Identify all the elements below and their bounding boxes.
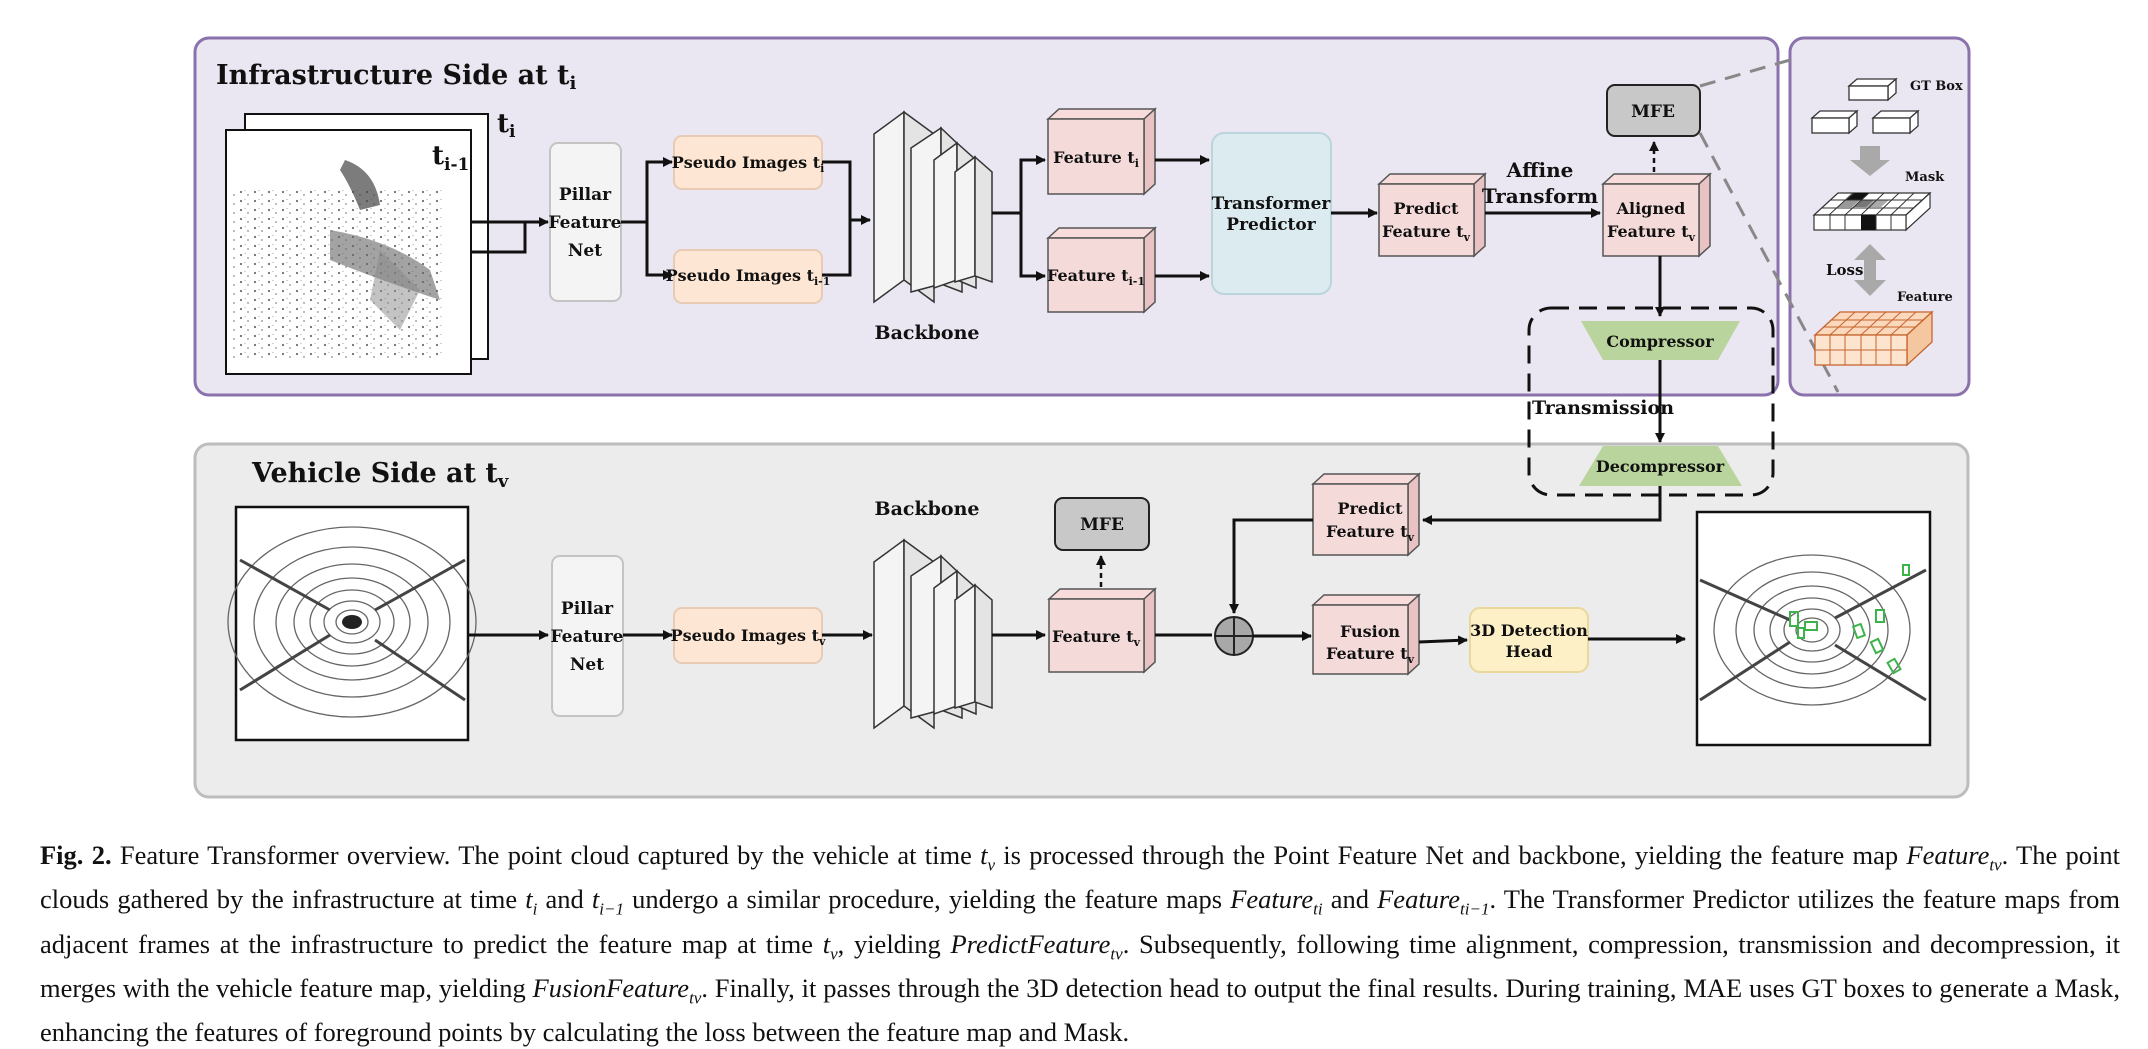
vehicle-point-cloud <box>227 505 477 742</box>
svg-text:Net: Net <box>568 241 602 261</box>
svg-text:Feature tv: Feature tv <box>1382 222 1471 244</box>
caption-feature-tv: Featuretv <box>1906 840 2002 875</box>
svg-text:Pillar: Pillar <box>559 185 612 205</box>
decompressor: Decompressor <box>1579 446 1742 486</box>
detection-head: 3D Detection Head <box>1469 607 1589 673</box>
caption-ti: ti <box>525 884 538 919</box>
feature-label: Feature <box>1897 290 1953 305</box>
vehicle-pseudo-images-tv: Pseudo Images tv <box>671 607 826 664</box>
infra-pseudo-images-ti-1: Pseudo Images ti-1 <box>666 249 831 304</box>
mask-grid-icon <box>1812 191 1932 232</box>
svg-text:Feature tv: Feature tv <box>1326 522 1415 544</box>
svg-text:Aligned: Aligned <box>1616 199 1686 218</box>
svg-text:Predict: Predict <box>1337 499 1403 518</box>
svg-text:Feature tv: Feature tv <box>1326 644 1415 666</box>
figure-caption: Fig. 2. Feature Transformer overview. Th… <box>40 838 2120 1049</box>
frame-label-ti-1: ti-1 <box>432 141 469 175</box>
svg-text:Pseudo Images ti: Pseudo Images ti <box>672 153 825 175</box>
infra-predict-feature-tv: Predict Feature tv <box>1377 172 1487 258</box>
caption-label: Fig. 2. <box>40 840 112 870</box>
vehicle-pillar-feature-net: Pillar Feature Net <box>551 555 624 717</box>
down-arrow-icon <box>1850 146 1890 176</box>
svg-text:Decompressor: Decompressor <box>1596 457 1725 476</box>
caption-text-1: Feature Transformer overview. The point … <box>111 840 981 870</box>
vehicle-backbone-label: Backbone <box>875 498 980 520</box>
caption-feature-ti-1: Featureti−1 <box>1377 884 1490 919</box>
caption-fusion-feature: FusionFeaturetv <box>532 972 702 1008</box>
caption-text-9: . Subsequently, following time alignment… <box>40 928 2120 1003</box>
infra-feature-ti: Feature ti <box>1046 107 1157 196</box>
caption-text-7: . The Transformer Predictor utilizes the… <box>40 884 2120 959</box>
svg-text:Feature: Feature <box>551 627 624 647</box>
caption-ti-1: ti−1 <box>591 884 624 919</box>
caption-text-8: , yielding <box>837 928 951 959</box>
caption-text-2: is processed through the Point Feature N… <box>995 840 1907 870</box>
affine-transform-label-2: Transform <box>1482 184 1598 208</box>
svg-text:Predict: Predict <box>1393 199 1459 218</box>
svg-text:Pseudo Images ti-1: Pseudo Images ti-1 <box>666 266 831 288</box>
infra-point-cloud-frames <box>225 113 489 375</box>
caption-feature-ti: Featureti <box>1230 884 1323 919</box>
caption-tv: tv <box>980 840 996 875</box>
svg-text:Head: Head <box>1506 642 1553 661</box>
compressor: Compressor <box>1581 321 1740 360</box>
caption-predict-feature: PredictFeaturetv <box>950 928 1123 963</box>
frame-label-ti: ti <box>497 109 516 142</box>
vehicle-mfe: MFE <box>1054 497 1150 551</box>
svg-text:Pseudo Images tv: Pseudo Images tv <box>671 626 826 648</box>
transmission-region <box>1527 306 1775 497</box>
caption-tv-2: tv <box>822 928 838 963</box>
svg-text:Net: Net <box>570 655 604 675</box>
svg-text:Feature tv: Feature tv <box>1607 222 1696 244</box>
caption-text-6: and <box>1322 884 1378 915</box>
vehicle-backbone <box>873 538 993 730</box>
infrastructure-title: Infrastructure Side at ti <box>216 60 577 94</box>
infra-mfe: MFE <box>1606 84 1701 137</box>
fusion-add-operator <box>1214 616 1254 656</box>
feature-grid-icon <box>1813 310 1934 367</box>
gt-box-icon <box>1810 77 1920 135</box>
transmission-label: Transmission <box>1532 397 1674 419</box>
svg-text:Compressor: Compressor <box>1606 332 1714 351</box>
vehicle-predict-feature-tv: Predict Feature tv <box>1311 472 1421 557</box>
detection-result-point-cloud <box>1695 510 1932 747</box>
infra-feature-ti-1: Feature ti-1 <box>1046 226 1157 314</box>
infra-pseudo-images-ti: Pseudo Images ti <box>672 135 825 190</box>
bidirectional-arrow-icon <box>1854 244 1886 296</box>
svg-text:MFE: MFE <box>1080 515 1124 535</box>
caption-text-5: undergo a similar procedure, yielding th… <box>623 884 1231 915</box>
infra-backbone-label: Backbone <box>875 322 980 344</box>
svg-text:Predictor: Predictor <box>1226 215 1316 235</box>
svg-text:Feature tv: Feature tv <box>1052 627 1141 649</box>
feature-transformer-diagram: Infrastructure Side at ti Vehicle Side a… <box>193 36 1971 799</box>
svg-text:Pillar: Pillar <box>561 599 614 619</box>
gt-box-label: GT Box <box>1910 79 1963 94</box>
svg-text:Feature ti-1: Feature ti-1 <box>1047 266 1145 288</box>
mask-label: Mask <box>1905 170 1945 185</box>
svg-text:MFE: MFE <box>1631 102 1675 122</box>
svg-text:Fusion: Fusion <box>1340 622 1400 641</box>
svg-text:Feature ti: Feature ti <box>1053 148 1139 170</box>
svg-text:3D Detection: 3D Detection <box>1470 621 1588 640</box>
transformer-predictor: Transformer Predictor <box>1211 132 1332 295</box>
loss-label: Loss <box>1826 261 1863 279</box>
aligned-feature-tv: Aligned Feature tv <box>1601 172 1712 258</box>
vehicle-title: Vehicle Side at tv <box>251 458 509 492</box>
infra-backbone <box>873 110 993 304</box>
fusion-feature-tv: Fusion Feature tv <box>1311 593 1421 676</box>
caption-text-3: . The point clouds gathered by the infra… <box>40 840 2120 915</box>
infra-pillar-feature-net: Pillar Feature Net <box>549 142 622 302</box>
vehicle-feature-tv: Feature tv <box>1047 587 1157 674</box>
affine-transform-label: Affine <box>1506 158 1574 182</box>
svg-text:Feature: Feature <box>549 213 622 233</box>
svg-text:Transformer: Transformer <box>1212 194 1332 214</box>
caption-text-4: and <box>537 884 592 915</box>
